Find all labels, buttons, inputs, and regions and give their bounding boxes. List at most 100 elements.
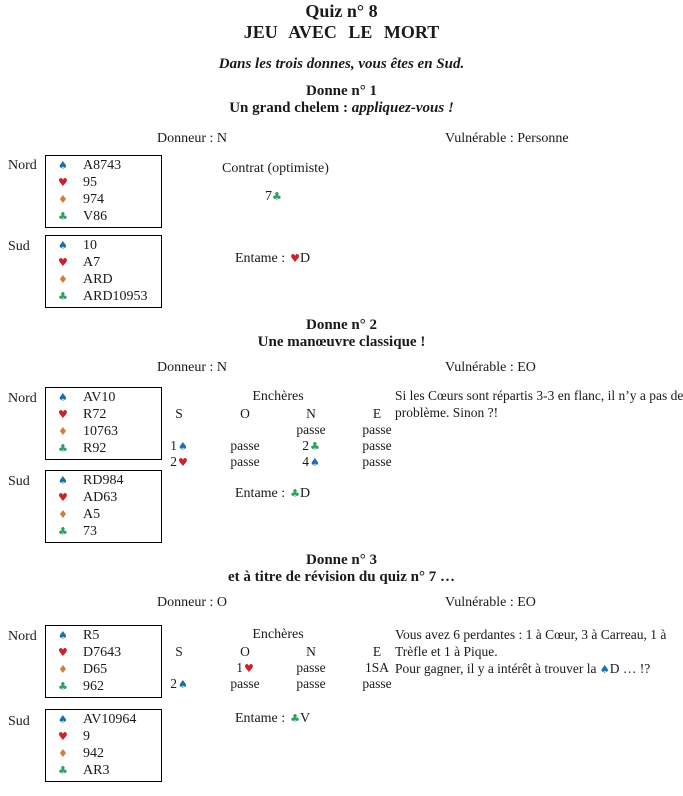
club-icon: ♣ [309,440,320,453]
card-values: A5 [83,507,101,522]
donne1-title: Donne n° 1 [305,83,377,99]
club-icon: ♣ [58,290,68,303]
heart-icon: ♥ [243,662,254,675]
card-values: AV10964 [83,712,137,727]
spade-icon: ♠ [599,663,610,676]
card-row: ♦D65 [46,661,161,678]
card-values: AD63 [83,490,118,505]
club-icon: ♣ [58,442,68,455]
donne3-nord-hand: ♠R5♥D7643♦D65♣962 [45,625,162,698]
card-values: R92 [83,441,107,456]
card-row: ♣ARD10953 [46,288,161,305]
page-title: Quiz n° 8 [305,1,378,21]
card-values: 95 [83,175,97,190]
bid-cell: passe [230,676,260,691]
card-row: ♥D7643 [46,644,161,661]
card-row: ♠AV10964 [46,711,161,728]
card-values: 962 [83,679,104,694]
entame-label: Entame : [235,251,286,266]
bid-column-O: O [240,644,250,659]
diamond-icon: ♦ [58,425,68,438]
entame-card: V [300,711,311,726]
donne3-donneur: Donneur : O [157,595,227,610]
donne2-subtitle-text: Une manœuvre classique ! [257,334,426,350]
card-values: 942 [83,746,104,761]
bid-cell: passe [362,438,392,453]
heart-icon: ♥ [58,256,68,269]
donne3-vulnerable: Vulnérable : EO [445,595,536,610]
club-icon: ♣ [58,764,68,777]
donne2-nord-label: Nord [8,391,37,406]
card-row: ♠R5 [46,627,161,644]
donne1-entame: Entame :♥D [235,251,310,267]
spade-icon: ♠ [177,678,188,691]
donne1-sud-label: Sud [8,239,30,254]
diamond-icon: ♦ [58,747,68,760]
donne2-subtitle: Une manœuvre classique ! [0,334,683,351]
card-values: R5 [83,628,100,643]
heart-icon: ♥ [177,456,188,469]
club-icon: ♣ [58,525,68,538]
card-values: 10763 [83,424,118,439]
heart-icon: ♥ [58,491,68,504]
bid-cell: 2♠ [170,676,188,691]
card-row: ♣V86 [46,208,161,225]
donne3-subtitle-text: et à titre de révision du quiz n° 7 … [228,569,455,585]
card-values: D7643 [83,645,122,660]
bid-cell: 2♥ [170,454,188,469]
card-row: ♥A7 [46,254,161,271]
spade-icon: ♠ [177,440,188,453]
card-row: ♣ AR3 [46,762,161,779]
bid-column-N: N [306,644,316,659]
bid-cell: passe [230,438,260,453]
donne3-nord-label: Nord [8,629,37,644]
donne1-contrat-label: Contrat (optimiste) [222,161,329,176]
bid-cell: passe [230,454,260,469]
bid-cell: passe [362,454,392,469]
card-values: ARD [83,272,113,287]
donne2-nord-hand: ♠AV10♥R72♦10763♣R92 [45,387,162,460]
contrat-level: 7 [265,189,272,204]
card-values: V86 [83,209,108,224]
card-values: 73 [83,524,97,539]
donne3-sud-label: Sud [8,714,30,729]
donne2-vulnerable: Vulnérable : EO [445,360,536,375]
card-row: ♠AV10 [46,389,161,406]
diamond-icon: ♦ [58,663,68,676]
card-values: AR3 [83,763,110,778]
bid-column-E: E [372,406,382,421]
card-row: ♦ 10763 [46,423,161,440]
heart-icon: ♥ [58,730,68,743]
comment-paragraph: Vous avez 6 perdantes : 1 à Cœur, 3 à Ca… [395,627,667,659]
card-values: AV10 [83,390,116,405]
donne1-subtitle-em: appliquez-vous ! [351,100,454,116]
card-row: ♠RD984 [46,472,161,489]
diamond-icon: ♦ [58,508,68,521]
donne3-encheres-label: Enchères [252,627,304,642]
donne1-donneur: Donneur : N [157,131,227,146]
card-values: 9 [83,729,90,744]
card-row: ♣962 [46,678,161,695]
card-values: A8743 [83,158,122,173]
donne1-subtitle-text: Un grand chelem : [229,100,352,116]
comment-paragraph: Si les Cœurs sont répartis 3-3 en flanc,… [395,388,683,420]
card-row: ♥9 [46,728,161,745]
card-row: ♦ A5 [46,506,161,523]
donne3-comment: Vous avez 6 perdantes : 1 à Cœur, 3 à Ca… [395,626,683,678]
bid-column-N: N [306,406,316,421]
card-row: ♣ 73 [46,523,161,540]
spade-icon: ♠ [309,456,320,469]
bid-column-O: O [240,406,250,421]
spade-icon: ♠ [58,159,68,172]
club-icon: ♣ [290,712,301,725]
bid-column-S: S [175,406,183,421]
club-icon: ♣ [290,487,301,500]
comment-text: Pour gagner, il y a intérêt à trouver la [395,661,600,676]
